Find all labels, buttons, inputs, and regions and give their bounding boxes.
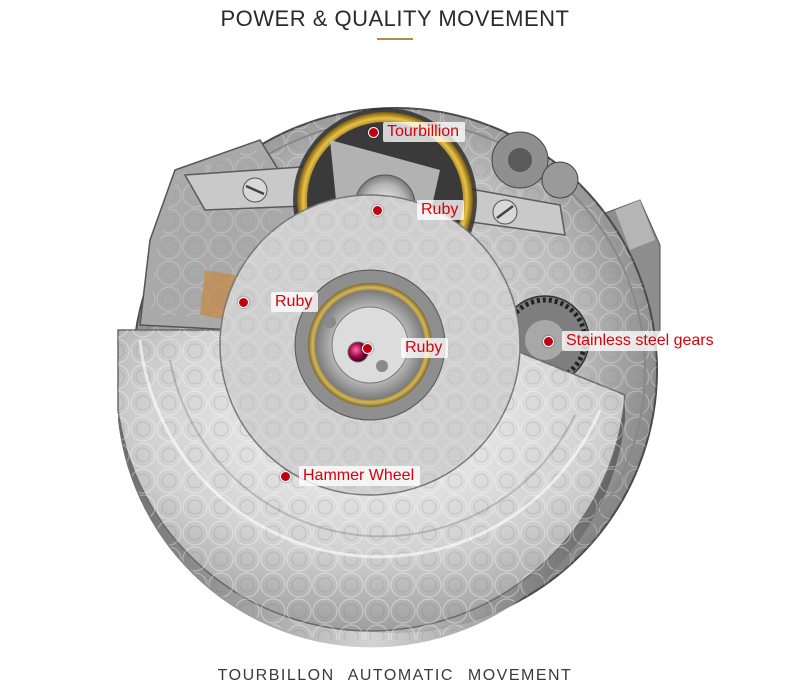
callout-marker [280, 470, 291, 482]
callout-label: Ruby [271, 292, 319, 312]
title-underline [377, 38, 413, 40]
callout-hammer-wheel: Hammer Wheel [280, 464, 421, 488]
callout-marker [368, 126, 379, 138]
callout-label: Hammer Wheel [299, 466, 421, 486]
callout-label: Ruby [417, 200, 465, 220]
callout-ruby-left: Ruby [238, 290, 319, 314]
callout-tourbillion: Tourbillion [368, 120, 466, 144]
footer-caption: TOURBILLON AUTOMATIC MOVEMENT [217, 667, 573, 684]
callout-ruby-center: Ruby [362, 336, 449, 360]
callout-marker [238, 296, 249, 308]
callout-marker [372, 204, 383, 216]
callout-marker [543, 335, 554, 347]
callout-label: Stainless steel gears [562, 331, 720, 351]
callout-marker [362, 342, 373, 354]
callout-stainless-steel-gears: Stainless steel gears [543, 329, 720, 353]
callout-label: Tourbillion [383, 122, 466, 142]
callout-label: Ruby [401, 338, 449, 358]
callout-ruby-top: Ruby [372, 198, 465, 222]
page-title: POWER & QUALITY MOVEMENT [220, 6, 570, 31]
